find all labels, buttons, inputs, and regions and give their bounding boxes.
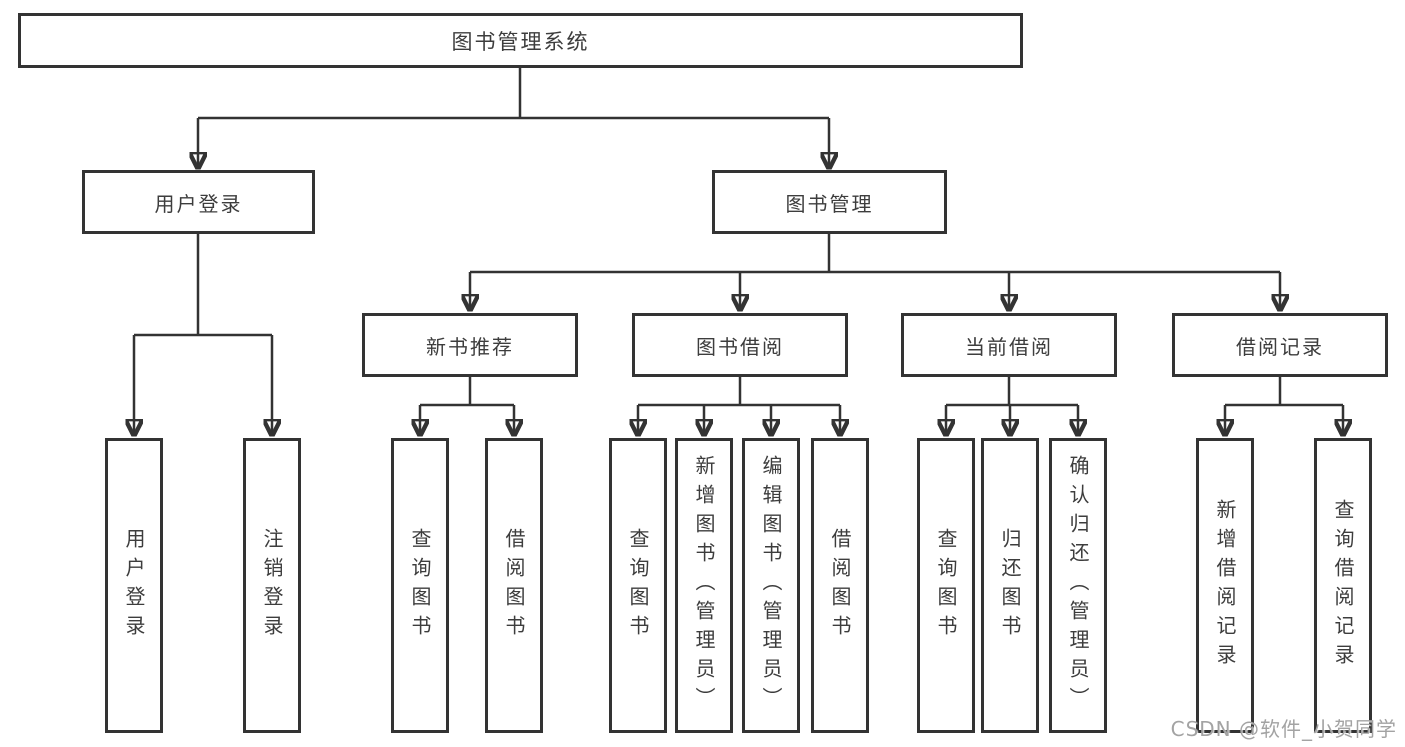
node-label: 注销登录	[260, 527, 284, 644]
node-label: 查询图书	[626, 527, 650, 644]
leaf-return-books: 归还图书	[981, 438, 1039, 733]
node-label: 借阅记录	[1236, 334, 1324, 359]
node-label: 新增图书（管理员）	[692, 455, 716, 716]
node-label: 查询借阅记录	[1331, 498, 1355, 673]
leaf-borrow-books: 借阅图书	[811, 438, 869, 733]
node-label: 用户登录	[154, 191, 243, 216]
node-label: 图书管理	[785, 191, 874, 216]
node-label: 图书管理系统	[451, 29, 590, 54]
leaf-borrow-books-recommend: 借阅图书	[485, 438, 543, 733]
node-current-borrow: 当前借阅	[901, 313, 1117, 377]
node-label: 图书借阅	[696, 334, 784, 359]
node-label: 借阅图书	[828, 527, 852, 644]
leaf-edit-books-admin: 编辑图书（管理员）	[742, 438, 800, 733]
leaf-add-books-admin: 新增图书（管理员）	[675, 438, 733, 733]
node-book-borrow: 图书借阅	[632, 313, 848, 377]
leaf-add-borrow-record: 新增借阅记录	[1196, 438, 1254, 733]
leaf-query-books-borrow: 查询图书	[609, 438, 667, 733]
node-root-library-management-system: 图书管理系统	[18, 13, 1023, 68]
node-label: 用户登录	[122, 527, 146, 644]
node-label: 归还图书	[998, 527, 1022, 644]
node-book-management: 图书管理	[712, 170, 947, 234]
node-new-book-recommend: 新书推荐	[362, 313, 578, 377]
node-label: 借阅图书	[502, 527, 526, 644]
node-borrow-records: 借阅记录	[1172, 313, 1388, 377]
leaf-query-books-recommend: 查询图书	[391, 438, 449, 733]
leaf-user-login: 用户登录	[105, 438, 163, 733]
leaf-query-books-current: 查询图书	[917, 438, 975, 733]
node-user-login: 用户登录	[82, 170, 315, 234]
leaf-query-borrow-record: 查询借阅记录	[1314, 438, 1372, 733]
node-label: 新增借阅记录	[1213, 498, 1237, 673]
node-label: 查询图书	[934, 527, 958, 644]
leaf-confirm-return-admin: 确认归还（管理员）	[1049, 438, 1107, 733]
node-label: 编辑图书（管理员）	[759, 455, 783, 716]
node-label: 确认归还（管理员）	[1066, 455, 1090, 716]
csdn-watermark: CSDN @软件_小贺同学	[1170, 717, 1397, 741]
node-label: 当前借阅	[965, 334, 1053, 359]
node-label: 新书推荐	[426, 334, 514, 359]
node-label: 查询图书	[408, 527, 432, 644]
leaf-logout: 注销登录	[243, 438, 301, 733]
